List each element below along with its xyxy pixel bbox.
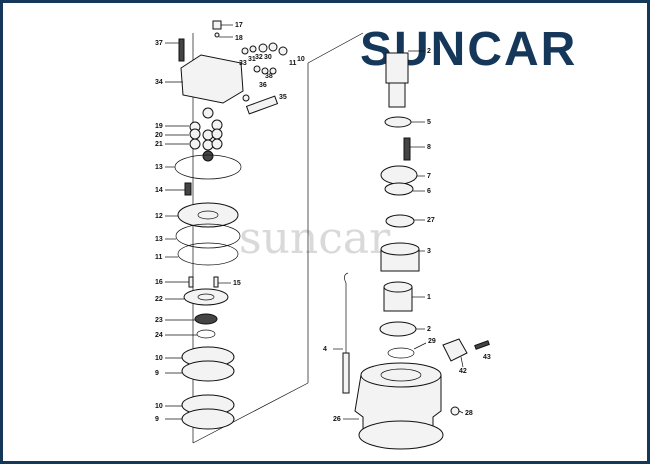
seal-stack bbox=[189, 107, 223, 162]
callout-label: 9 bbox=[155, 416, 159, 423]
exploded-parts-diagram: suncar SUNCAR bbox=[155, 20, 575, 450]
bolt-37 bbox=[178, 38, 185, 62]
callout-label: 28 bbox=[465, 410, 473, 417]
spool-35 bbox=[245, 95, 279, 115]
callout-label: 31 bbox=[248, 56, 256, 63]
callout-label: 17 bbox=[235, 22, 243, 29]
callout-label: 16 bbox=[155, 279, 163, 286]
o-ring-11 bbox=[177, 242, 239, 266]
plate-7 bbox=[380, 165, 418, 185]
callout-label: 7 bbox=[427, 173, 431, 180]
callout-label: 36 bbox=[259, 82, 267, 89]
callout-label: 4 bbox=[323, 346, 327, 353]
callout-label: 43 bbox=[483, 354, 491, 361]
disc-9-upper bbox=[181, 360, 235, 382]
callout-label: 27 bbox=[427, 217, 435, 224]
disc-9-lower bbox=[181, 408, 235, 430]
callout-label: 26 bbox=[333, 416, 341, 423]
callout-label: 15 bbox=[233, 280, 241, 287]
piston-22 bbox=[183, 288, 229, 306]
callout-label: 23 bbox=[155, 317, 163, 324]
callout-label: 33 bbox=[239, 60, 247, 67]
callout-label: 29 bbox=[428, 338, 436, 345]
cap-5 bbox=[384, 116, 412, 128]
plate-12 bbox=[177, 202, 239, 228]
callout-label: 21 bbox=[155, 141, 163, 148]
callout-label: 12 bbox=[155, 213, 163, 220]
block-42 bbox=[442, 338, 468, 362]
callout-label: 10 bbox=[155, 403, 163, 410]
pinion-2 bbox=[388, 82, 406, 108]
o-ring-13 bbox=[175, 223, 241, 249]
callout-label: 32 bbox=[255, 54, 263, 61]
ring-27 bbox=[385, 214, 415, 228]
breather-28 bbox=[450, 406, 460, 416]
callout-label: 2 bbox=[427, 326, 431, 333]
ring-24 bbox=[196, 329, 216, 339]
callout-labels-left: 37 17 18 33 31 32 30 10 11 36 34 38 35 1… bbox=[155, 22, 305, 423]
leader-lines bbox=[165, 24, 464, 420]
bolt-8 bbox=[403, 137, 411, 161]
callout-label: 10 bbox=[155, 355, 163, 362]
callout-label: 1 bbox=[427, 294, 431, 301]
callout-label: 42 bbox=[459, 368, 467, 375]
callout-label: 14 bbox=[155, 187, 163, 194]
callout-label: 10 bbox=[297, 56, 305, 63]
watermark-text: suncar bbox=[239, 213, 391, 264]
bearing-23 bbox=[194, 313, 218, 325]
shaft-2 bbox=[385, 52, 409, 84]
pin-15 bbox=[213, 276, 219, 288]
callout-label: 6 bbox=[427, 188, 431, 195]
callout-label: 38 bbox=[265, 73, 273, 80]
callout-label: 13 bbox=[155, 164, 163, 171]
callout-label: 3 bbox=[427, 248, 431, 255]
callout-label: 13 bbox=[155, 236, 163, 243]
ring-2 bbox=[379, 321, 417, 337]
left-assembly bbox=[174, 20, 288, 430]
callout-label: 18 bbox=[235, 35, 243, 42]
callout-label: 2 bbox=[427, 48, 431, 55]
callout-label: 11 bbox=[155, 254, 163, 261]
callout-label: 35 bbox=[279, 94, 287, 101]
callout-label: 9 bbox=[155, 370, 159, 377]
snap-ring-29 bbox=[387, 347, 415, 359]
callout-label: 5 bbox=[427, 119, 431, 126]
bolt-43 bbox=[474, 340, 490, 350]
pin-16 bbox=[188, 276, 194, 288]
callout-label: 34 bbox=[155, 79, 163, 86]
callout-label: 11 bbox=[289, 60, 297, 67]
callout-label: 19 bbox=[155, 123, 163, 130]
shim-6 bbox=[384, 182, 414, 196]
callout-label: 37 bbox=[155, 40, 163, 47]
spring-14 bbox=[184, 182, 192, 196]
right-assembly bbox=[342, 52, 490, 450]
valve-block bbox=[180, 54, 244, 104]
o-ring-36 bbox=[242, 94, 250, 102]
callout-label: 20 bbox=[155, 132, 163, 139]
callout-labels-right: 2 5 8 7 6 27 3 1 2 29 4 42 43 28 26 bbox=[323, 48, 491, 423]
callout-label: 24 bbox=[155, 332, 163, 339]
o-ring-18 bbox=[214, 32, 220, 38]
callout-label: 30 bbox=[264, 54, 272, 61]
callout-label: 8 bbox=[427, 144, 431, 151]
callout-label: 22 bbox=[155, 296, 163, 303]
plug-17 bbox=[212, 20, 222, 30]
